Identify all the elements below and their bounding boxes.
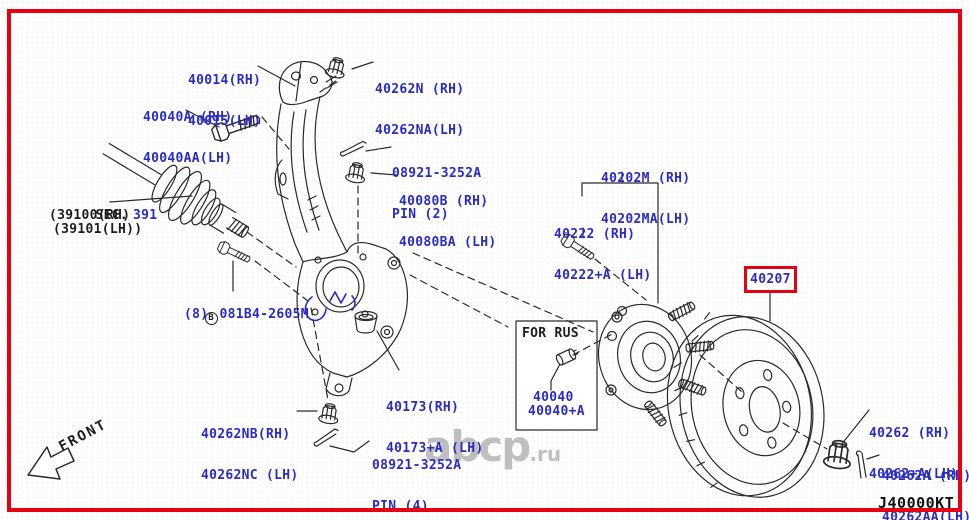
part-label-40040a[interactable]: 40040A (RH) 40040AA(LH) [143, 84, 232, 192]
part-number[interactable]: 40262NB(RH) [201, 427, 291, 442]
part-number[interactable]: 40207 [750, 272, 791, 287]
sec-prefix: SEC. [95, 207, 129, 223]
part-label-pin-upper[interactable]: 08921-3252A PIN (2) [392, 140, 481, 248]
watermark: abcp.ru [424, 422, 562, 471]
steering-knuckle [274, 60, 409, 397]
sec-ref-label[interactable]: SEC.391 [63, 195, 158, 236]
part-number[interactable]: 40262AA(LH) [882, 509, 969, 520]
part-label-40040[interactable]: 40040 [533, 390, 574, 405]
part-label-40173[interactable]: 40173(RH) 40173+A (LH) [386, 374, 484, 482]
watermark-text: abcp [424, 422, 531, 471]
nut-40080b [344, 160, 368, 185]
drive-shaft-boot [102, 142, 250, 238]
part-label-40202m[interactable]: 40202M (RH) 40202MA(LH) [601, 145, 690, 253]
part-qty: PIN (2) [392, 206, 449, 222]
diagram-code: J40000KT [878, 494, 955, 512]
part-number[interactable]: 40262NC (LH) [201, 467, 299, 483]
part-qty-081b4: (8) [184, 307, 209, 322]
sec-ref-lh: (39101(LH)) [53, 222, 143, 237]
sec-ref-rh: (39100(RH) [49, 208, 131, 223]
part-number[interactable]: 40202MA(LH) [601, 211, 691, 227]
part-label-pin-lower[interactable]: 08921-3252A PIN (4) [372, 432, 461, 520]
part-label-40262n[interactable]: 40262N (RH) 40262NA(LH) [375, 56, 464, 164]
pin-upper [338, 140, 369, 158]
part-label-40040a-rus[interactable]: 40040+A [528, 404, 585, 419]
part-number[interactable]: 08921-3252A [392, 166, 482, 181]
b-badge-icon: B [204, 311, 218, 325]
part-number[interactable]: 40040A (RH) [143, 110, 233, 125]
part-number[interactable]: 40173(RH) [386, 400, 460, 415]
pin-lower [311, 427, 342, 448]
part-label-40222[interactable]: 40222 (RH) 40222+A (LH) [554, 201, 652, 309]
bolt-081b4 [215, 239, 253, 266]
leader-lines [109, 61, 880, 460]
sec-number[interactable]: 391 [133, 207, 158, 223]
assembly-dashed-lines [246, 77, 828, 450]
part-number[interactable]: 40222 (RH) [554, 227, 636, 242]
part-number[interactable]: 40040AA(LH) [143, 150, 233, 166]
part-number[interactable]: 40262A (RH) [882, 469, 969, 484]
part-label-40262[interactable]: 40262 (RH) 40262+A(LH) [869, 400, 958, 508]
knuckle-highlight [304, 291, 356, 322]
part-label-40080b[interactable]: 40080B (RH) 40080BA (LH) [399, 168, 497, 276]
nut-40262nb [317, 401, 341, 426]
part-number[interactable]: 40080BA (LH) [399, 234, 497, 250]
part-number[interactable]: 40262N (RH) [375, 82, 465, 97]
part-number[interactable]: 40202M (RH) [601, 171, 691, 186]
part-label-40014[interactable]: 40014(RH) 40015(LH) [188, 47, 261, 155]
part-number[interactable]: 40262 (RH) [869, 426, 951, 441]
part-number[interactable]: 081B4-2605M [219, 306, 309, 322]
dust-cap [354, 310, 378, 334]
front-arrow-icon [27, 446, 75, 480]
highlighted-part-40207[interactable]: 40207 [744, 266, 797, 293]
part-number[interactable]: 40014(RH) [188, 73, 262, 88]
hub-bearing-assembly [597, 299, 715, 429]
part-number[interactable]: 40222+A (LH) [554, 267, 652, 283]
abs-sensor [555, 348, 579, 366]
part-number[interactable]: 08921-3252A [372, 458, 462, 473]
nut-40262-spindle [822, 438, 854, 471]
for-rus-title: FOR RUS [522, 326, 579, 341]
pin-spindle [855, 450, 867, 479]
part-number[interactable]: 40262+A(LH) [869, 466, 959, 482]
part-number[interactable]: 40173+A (LH) [386, 440, 484, 456]
part-number[interactable]: 40015(LH) [188, 113, 262, 129]
part-label-40262nb[interactable]: 40262NB(RH) 40262NC (LH) [201, 401, 299, 509]
brake-rotor [666, 312, 825, 498]
part-number[interactable]: 40080B (RH) [399, 194, 489, 209]
part-qty: PIN (4) [372, 498, 429, 514]
part-number[interactable]: 40262NA(LH) [375, 122, 465, 138]
for-rus-box [515, 320, 598, 431]
